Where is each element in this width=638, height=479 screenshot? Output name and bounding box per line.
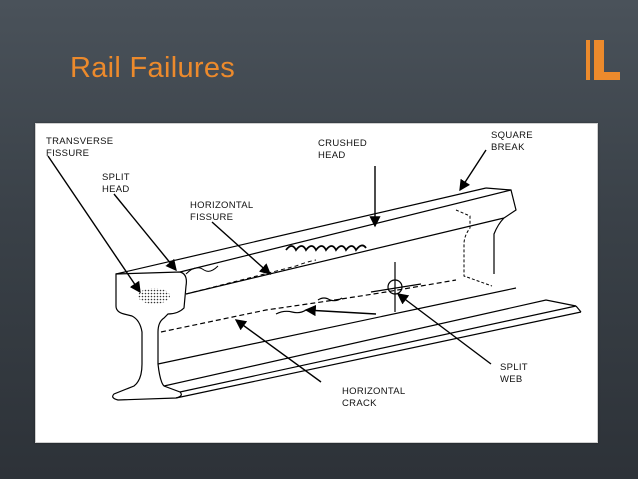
label-square-break-2: BREAK (491, 142, 525, 153)
transverse-fissure-mark (138, 288, 170, 304)
slide-title: Rail Failures (70, 52, 236, 84)
label-horizontal-crack-2: CRACK (342, 398, 377, 409)
label-split-web-1: SPLIT (500, 362, 528, 373)
label-crushed-head-1: CRUSHED (318, 138, 367, 149)
label-square-break-1: SQUARE (491, 130, 533, 141)
label-horizontal-fissure-2: FISSURE (190, 212, 233, 223)
label-crushed-head-2: HEAD (318, 150, 346, 161)
label-transverse-fissure-1: TRANSVERSE (46, 136, 113, 147)
accent-bracket-icon (586, 40, 622, 80)
crushed-head-mark (285, 244, 367, 252)
label-horizontal-crack-1: HORIZONTAL (342, 386, 406, 397)
label-split-head-2: HEAD (102, 184, 130, 195)
label-split-web-2: WEB (500, 374, 523, 385)
rail-illustration: TRANSVERSE FISSURE SPLIT HEAD HORIZONTAL… (46, 130, 582, 409)
label-transverse-fissure-2: FISSURE (46, 148, 89, 159)
label-horizontal-fissure-1: HORIZONTAL (190, 200, 254, 211)
rail-outline (112, 187, 582, 401)
rail-failure-diagram: TRANSVERSE FISSURE SPLIT HEAD HORIZONTAL… (35, 123, 598, 443)
label-split-head-1: SPLIT (102, 172, 130, 183)
